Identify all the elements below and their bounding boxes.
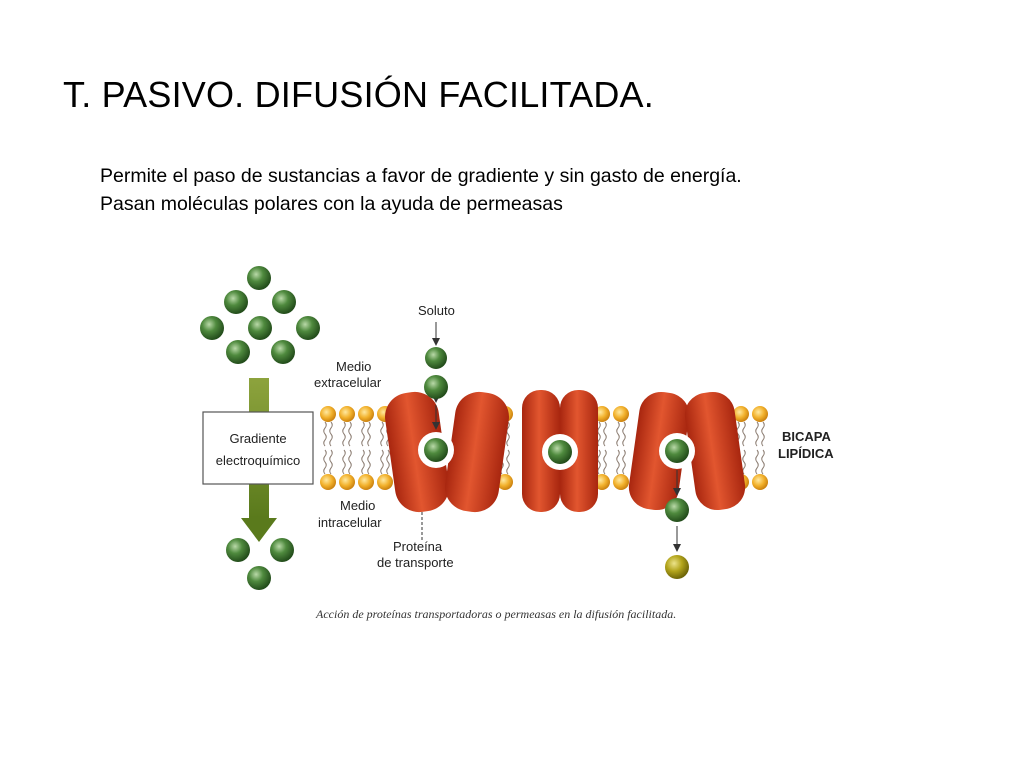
lipid-head [320,406,336,422]
lipid-tail [323,449,327,475]
lipid-tail [603,421,607,447]
transport-protein-1 [385,391,509,513]
lipid-tail [348,449,352,475]
lipid-tail [367,449,371,475]
released-solute [665,555,689,579]
lipid-head [358,474,374,490]
gradient-box [202,411,314,485]
bilayer-label-line2: LIPÍDICA [778,446,834,461]
bullet-list: Permite el paso de sustancias a favor de… [100,162,742,218]
lipid-tail [323,421,327,447]
lipid-tail [361,449,365,475]
lipid-head [733,406,749,422]
extracellular-label-line2: extracelular [314,375,382,390]
lipid-head [377,474,393,490]
lipid-tail [597,421,601,447]
bilayer-label-line1: BICAPA [782,429,831,444]
slide-title: T. PASIVO. DIFUSIÓN FACILITADA. [63,74,654,115]
lipid-tail [329,421,333,447]
gradient-label-line2: electroquímico [216,453,301,468]
lipid-tail [386,449,390,475]
lipid-tail [622,449,626,475]
lipid-tail [380,421,384,447]
intracellular-label-line2: intracelular [318,515,382,530]
lipid-tail [361,421,365,447]
gradient-label-line1: Gradiente [229,431,286,446]
lipid-tail [342,449,346,475]
lipid-tail [761,421,765,447]
lipid-head [752,406,768,422]
solute-path-entering [424,322,448,462]
protein-label-line2: de transporte [377,555,454,570]
lipid-tail [622,421,626,447]
lipid-tail [761,449,765,475]
lipid-head [497,474,513,490]
lipid-tail [367,421,371,447]
lipid-tail [755,421,759,447]
solute-path-exiting [665,439,689,579]
lipid-tail [603,449,607,475]
solute-label: Soluto [418,303,455,318]
solute-in-channel [548,440,572,464]
lipid-tail [616,449,620,475]
lipid-tail [506,421,510,447]
lipid-tail [329,449,333,475]
lipid-tail [755,449,759,475]
lipid-head [613,406,629,422]
extracellular-label-line1: Medio [336,359,371,374]
lipid-tail [597,449,601,475]
lipid-head [320,474,336,490]
solute-cluster-low [226,538,294,590]
lipid-tail [742,421,746,447]
protein-label-line1: Proteína [393,539,443,554]
lipid-tail [348,421,352,447]
lipid-head [613,474,629,490]
lipid-tail [380,449,384,475]
bullet-item-1: Permite el paso de sustancias a favor de… [100,165,742,187]
lipid-head [339,406,355,422]
lipid-tail [342,421,346,447]
lipid-tail [616,421,620,447]
solute-cluster-high [200,266,320,364]
figure-caption: Acción de proteínas transportadoras o pe… [315,607,676,621]
lipid-head [358,406,374,422]
lipid-tail [506,449,510,475]
bullet-item-2: Pasan moléculas polares con la ayuda de … [100,193,563,215]
lipid-head [339,474,355,490]
intracellular-label-line1: Medio [340,498,375,513]
lipid-head [752,474,768,490]
lipid-tail [742,449,746,475]
